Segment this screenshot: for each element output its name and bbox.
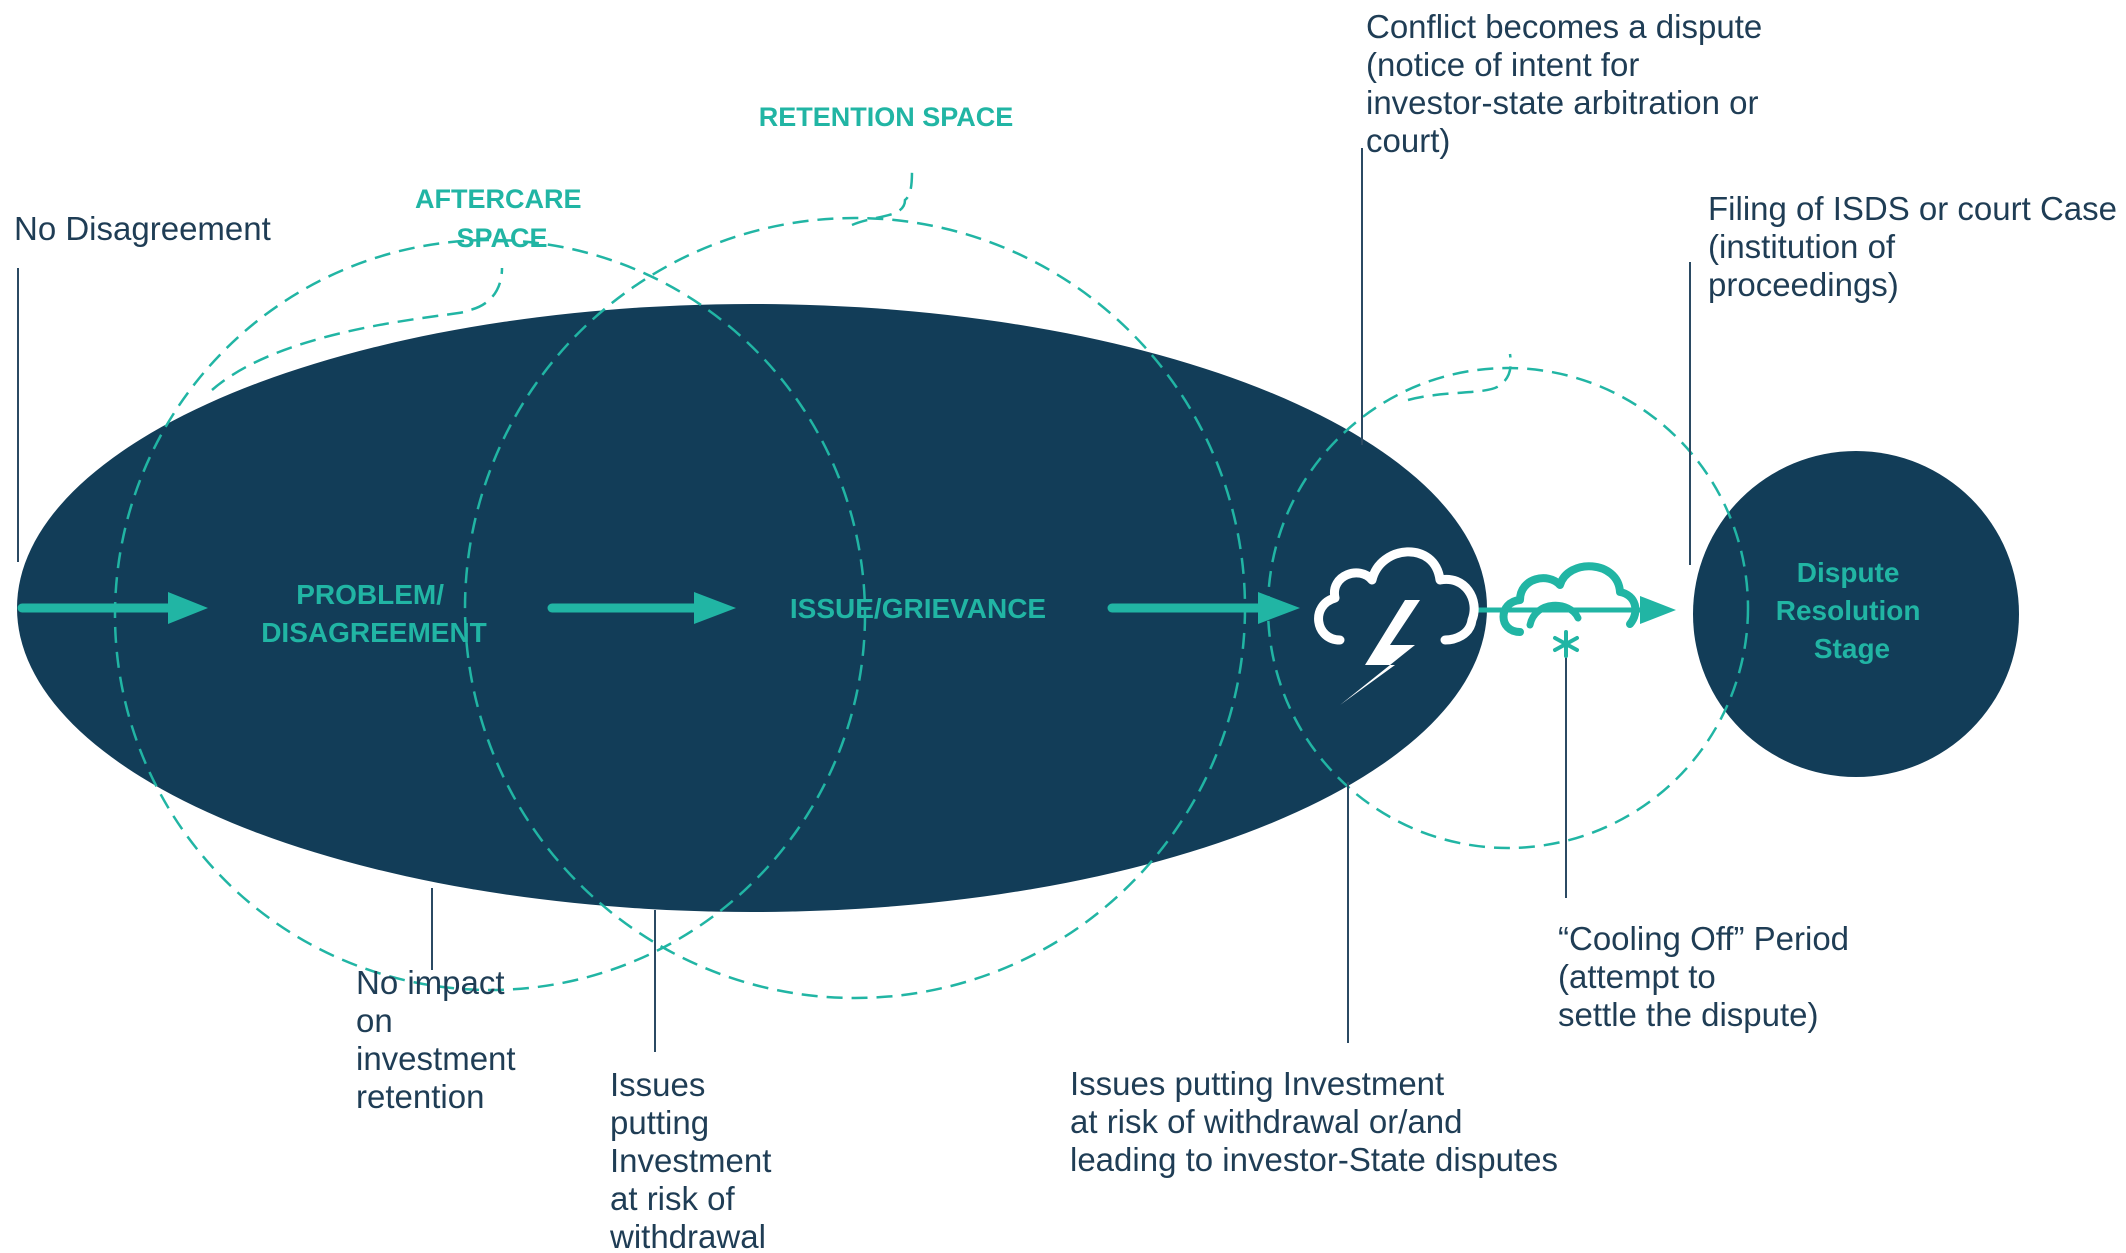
cooling-off-label: “Cooling Off” Period (attempt to settle … [1558, 920, 1858, 1033]
dispute-resolution-circle [1693, 451, 2019, 777]
problem-disagreement-label: PROBLEM/ DISAGREEMENT [261, 579, 487, 648]
escalation-ellipse [17, 304, 1487, 912]
aftercare-space-circle [113, 238, 867, 992]
aftercare-brace [211, 267, 504, 391]
cooling-brace [1407, 353, 1512, 402]
filing-label: Filing of ISDS or court Case (institutio… [1708, 190, 2126, 303]
aftercare-space-label: AFTERCARE SPACE [415, 184, 589, 253]
arrow-2-head [694, 592, 736, 624]
no-disagreement-label: No Disagreement [14, 210, 271, 247]
storm-cloud-lightning-icon [1314, 547, 1479, 705]
issue-grievance-label: ISSUE/GRIEVANCE [790, 593, 1046, 624]
retention-space-label: RETENTION SPACE [759, 102, 1014, 132]
issues-disputes-label: Issues putting Investment at risk of wit… [1070, 1065, 1558, 1178]
dispute-resolution-stage-label: Dispute Resolution Stage [1776, 557, 1928, 664]
cloud-snowflake-icon [1499, 562, 1640, 658]
no-impact-label: No impact on investment retention [356, 964, 525, 1115]
arrow-1-head [168, 592, 208, 624]
retention-brace [851, 167, 914, 227]
issues-withdrawal-label: Issues putting Investment at risk of wit… [609, 1066, 781, 1253]
arrow-4-head [1640, 596, 1676, 624]
conflict-label: Conflict becomes a dispute (notice of in… [1366, 8, 1771, 159]
arrow-3-head [1258, 592, 1300, 624]
